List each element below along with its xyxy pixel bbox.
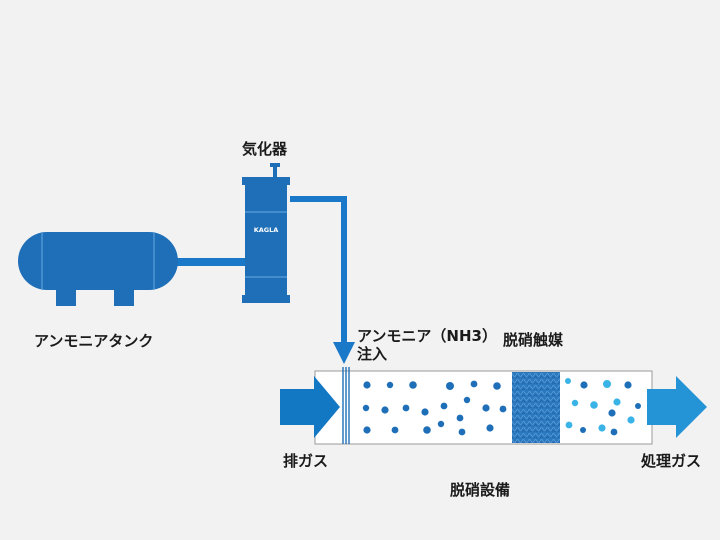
tank-pipe bbox=[170, 258, 248, 266]
injection-label-line1: アンモニア（NH3） bbox=[357, 327, 497, 345]
equipment-label: 脱硝設備 bbox=[450, 481, 511, 499]
treated-outlet-arrow bbox=[647, 376, 707, 438]
exhaust-inlet-arrow bbox=[280, 376, 340, 438]
injection-arrowhead bbox=[333, 342, 355, 364]
exhaust-gas-label: 排ガス bbox=[283, 452, 329, 470]
injection-label-line2: 注入 bbox=[357, 345, 388, 363]
vaporizer: KAGLA bbox=[242, 163, 290, 303]
treated-particles bbox=[565, 378, 641, 436]
vaporizer-label: 気化器 bbox=[242, 140, 288, 158]
vaporizer-brand: KAGLA bbox=[254, 226, 279, 234]
injection-grid bbox=[342, 367, 350, 444]
nox-particles bbox=[362, 380, 507, 436]
treated-gas-label: 処理ガス bbox=[641, 452, 702, 470]
ammonia-tank bbox=[18, 232, 178, 306]
catalyst-label: 脱硝触媒 bbox=[503, 331, 564, 349]
injection-pipe bbox=[290, 196, 347, 342]
ammonia-tank-label: アンモニアタンク bbox=[34, 332, 154, 350]
catalyst-block bbox=[512, 372, 560, 443]
